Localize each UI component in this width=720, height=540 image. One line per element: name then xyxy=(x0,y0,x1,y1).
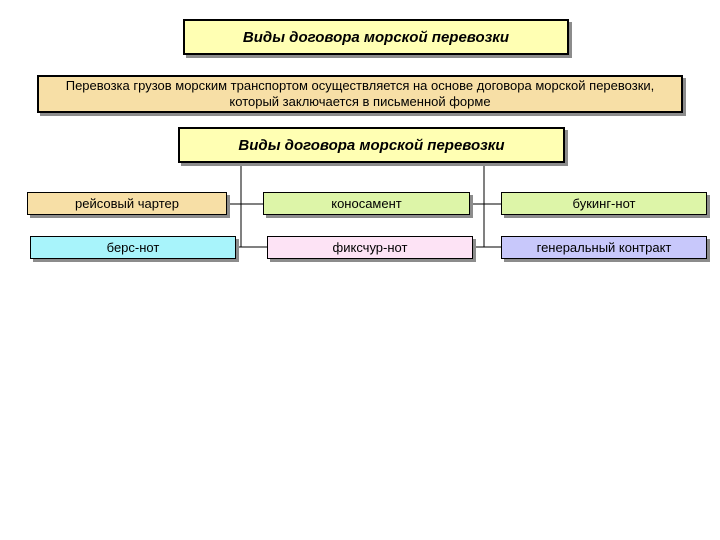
description-line-1: Перевозка грузов морским транспортом осу… xyxy=(65,78,655,93)
type-berth-note: берс-нот xyxy=(30,236,236,259)
main-title-box: Виды договора морской перевозки xyxy=(183,19,569,55)
type-general-contract: генеральный контракт xyxy=(501,236,707,259)
type-voyage-charter: рейсовый чартер xyxy=(27,192,227,215)
type-voyage-charter-label: рейсовый чартер xyxy=(75,196,179,211)
type-berth-note-label: берс-нот xyxy=(106,240,160,255)
type-bill-of-lading-label: коносамент xyxy=(331,196,402,211)
type-booking-note-label: букинг-нот xyxy=(572,196,636,211)
type-general-contract-label: генеральный контракт xyxy=(536,240,672,255)
type-fixture-note: фиксчур-нот xyxy=(267,236,473,259)
subtitle: Виды договора морской перевозки xyxy=(238,136,505,154)
type-bill-of-lading: коносамент xyxy=(263,192,470,215)
description-line-2: который заключается в письменной форме xyxy=(229,94,491,109)
type-booking-note: букинг-нот xyxy=(501,192,707,215)
main-title: Виды договора морской перевозки xyxy=(242,28,510,46)
type-fixture-note-label: фиксчур-нот xyxy=(332,240,408,255)
subtitle-box: Виды договора морской перевозки xyxy=(178,127,565,163)
description-box: Перевозка грузов морским транспортом осу… xyxy=(37,75,683,113)
